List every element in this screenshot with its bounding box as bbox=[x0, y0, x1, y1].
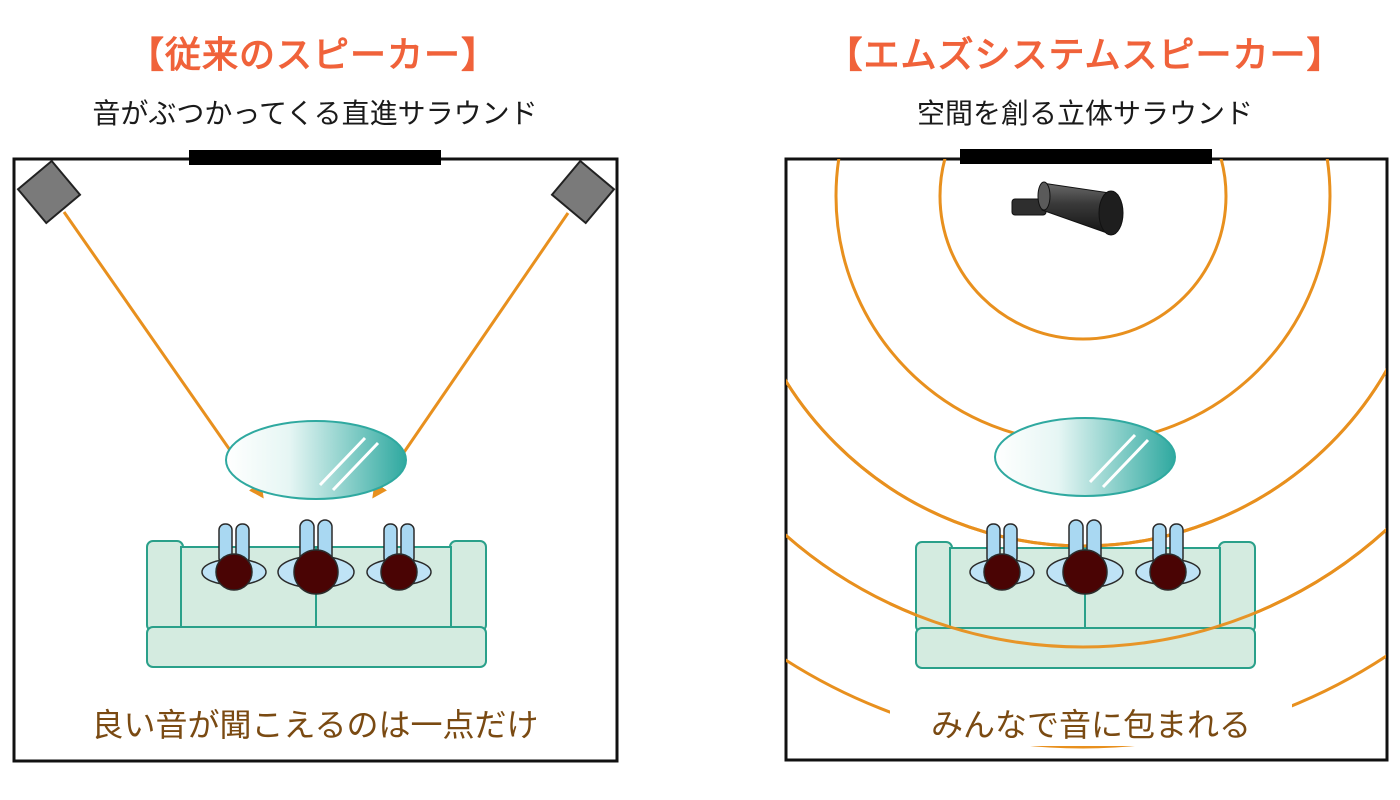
ms-system-speaker-caption: みんなで音に包まれる bbox=[890, 700, 1292, 746]
traditional-room bbox=[12, 150, 619, 763]
ms-system-room bbox=[784, 149, 1389, 762]
traditional-speaker-title: 【従来のスピーカー】 bbox=[128, 35, 499, 76]
cylinder-speaker-icon bbox=[1011, 181, 1124, 236]
left-speaker-box-icon bbox=[16, 159, 82, 225]
ms-system-speaker-title: 【エムズシステムスピーカー】 bbox=[826, 35, 1344, 76]
sound-arrow-right bbox=[372, 212, 570, 499]
coffee-table-icon bbox=[225, 420, 407, 500]
ms-system-speaker-subtitle: 空間を創る立体サラウンド bbox=[916, 97, 1253, 130]
coffee-table-icon bbox=[994, 417, 1176, 497]
tv-bar bbox=[189, 150, 441, 165]
right-speaker-box-icon bbox=[550, 159, 616, 225]
tv-bar bbox=[960, 149, 1212, 164]
traditional-speaker-caption: 良い音が聞こえるのは一点だけ bbox=[91, 706, 539, 744]
traditional-speaker-subtitle: 音がぶつかってくる直進サラウンド bbox=[92, 97, 538, 130]
